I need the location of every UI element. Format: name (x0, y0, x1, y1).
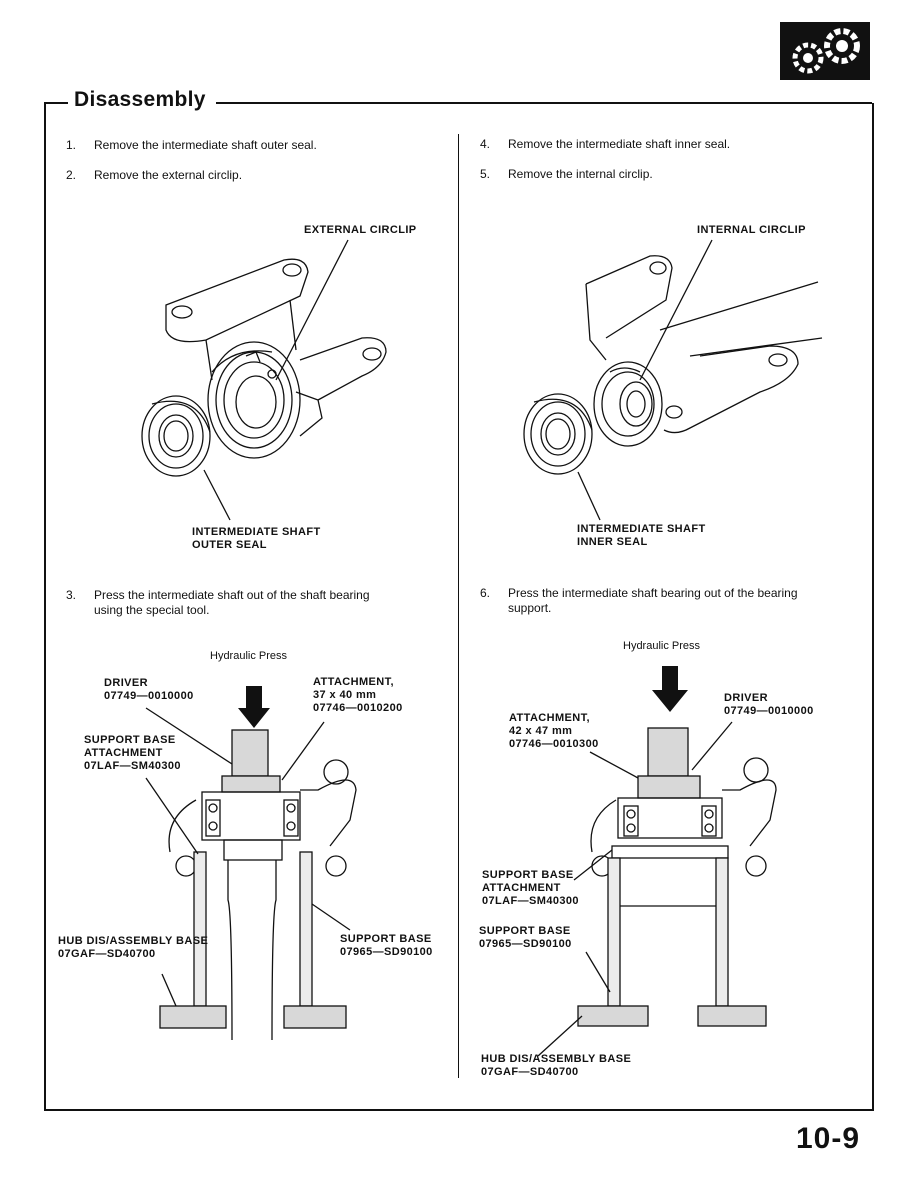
page-title: Disassembly (74, 88, 206, 111)
step-text: Remove the intermediate shaft inner seal… (508, 137, 731, 151)
leader-attachment-left (281, 721, 325, 781)
leader-support-attach-right (573, 849, 613, 881)
title-rule-left (44, 102, 68, 104)
section-header: Disassembly (44, 88, 872, 118)
label-attachment-right: ATTACHMENT, 42 x 47 mm 07746—0010300 (509, 712, 599, 750)
press-setup-left (159, 729, 357, 1041)
leader-hub-right (537, 1015, 583, 1057)
label-hydraulic-press-right: Hydraulic Press (623, 640, 701, 652)
label-support-base-attachment-right: SUPPORT BASE ATTACHMENT 07LAF—SM40300 (482, 869, 579, 907)
step-number: 5. (480, 167, 491, 181)
leader-inner-seal (577, 471, 601, 521)
press-arrow-left-icon (238, 686, 270, 728)
step-text: Press the intermediate shaft out of the … (94, 588, 370, 602)
step-5: 5. Remove the internal circlip. (480, 167, 860, 183)
step-text: Press the intermediate shaft bearing out… (508, 586, 798, 600)
content-frame (44, 103, 874, 1111)
leader-outer-seal (203, 469, 231, 521)
column-divider (458, 134, 459, 1078)
step-number: 4. (480, 137, 491, 151)
leader-external-circlip (275, 239, 349, 381)
label-hub-base-right: HUB DIS/ASSEMBLY BASE 07GAF—SD40700 (481, 1053, 632, 1078)
knuckle-inner-drawing (585, 255, 823, 447)
label-internal-circlip: INTERNAL CIRCLIP (697, 224, 806, 236)
step-text: Remove the internal circlip. (508, 167, 653, 181)
label-driver-right: DRIVER 07749—0010000 (724, 692, 814, 717)
label-outer-seal: INTERMEDIATE SHAFT OUTER SEAL (192, 526, 321, 551)
knuckle-outer-drawing (165, 258, 387, 459)
label-support-base-left: SUPPORT BASE 07965—SD90100 (340, 933, 433, 958)
step-4: 4. Remove the intermediate shaft inner s… (480, 137, 860, 153)
gears-logo (780, 22, 870, 80)
inner-seal-drawing (523, 393, 593, 475)
leader-attachment-right (589, 751, 639, 779)
label-support-base-attachment-left: SUPPORT BASE ATTACHMENT 07LAF—SM40300 (84, 734, 181, 772)
outer-seal-drawing (141, 395, 211, 477)
step-number: 2. (66, 168, 77, 182)
step-1: 1. Remove the intermediate shaft outer s… (66, 138, 446, 154)
label-inner-seal: INTERMEDIATE SHAFT INNER SEAL (577, 523, 706, 548)
label-support-base-right: SUPPORT BASE 07965—SD90100 (479, 925, 572, 950)
leader-support-attach-left (145, 777, 199, 855)
press-arrow-right-icon (652, 666, 688, 712)
leader-driver-left (145, 707, 233, 765)
press-setup-right (577, 727, 777, 1027)
step-2: 2. Remove the external circlip. (66, 168, 446, 184)
leader-internal-circlip (639, 239, 713, 381)
page-number: 10-9 (796, 1122, 861, 1155)
step-text: Remove the external circlip. (94, 168, 243, 182)
label-hydraulic-press-left: Hydraulic Press (210, 650, 288, 662)
gears-icon (792, 28, 860, 74)
label-driver-left: DRIVER 07749—0010000 (104, 677, 194, 702)
step-number: 1. (66, 138, 77, 152)
leader-support-base-left (311, 903, 351, 931)
step-number: 6. (480, 586, 491, 600)
leader-hub-left (161, 973, 177, 1007)
leader-driver-right (691, 721, 733, 771)
step-text-line2: support. (508, 601, 552, 615)
leader-support-base-right (585, 951, 611, 993)
label-external-circlip: EXTERNAL CIRCLIP (304, 224, 417, 236)
label-attachment-left: ATTACHMENT, 37 x 40 mm 07746—0010200 (313, 676, 403, 714)
step-3: 3. Press the intermediate shaft out of t… (66, 588, 450, 620)
label-hub-base-left: HUB DIS/ASSEMBLY BASE 07GAF—SD40700 (58, 935, 209, 960)
title-rule-right (216, 102, 872, 104)
step-text: Remove the intermediate shaft outer seal… (94, 138, 317, 152)
step-6: 6. Press the intermediate shaft bearing … (480, 586, 864, 618)
step-text-line2: using the special tool. (94, 603, 210, 617)
step-number: 3. (66, 588, 77, 602)
